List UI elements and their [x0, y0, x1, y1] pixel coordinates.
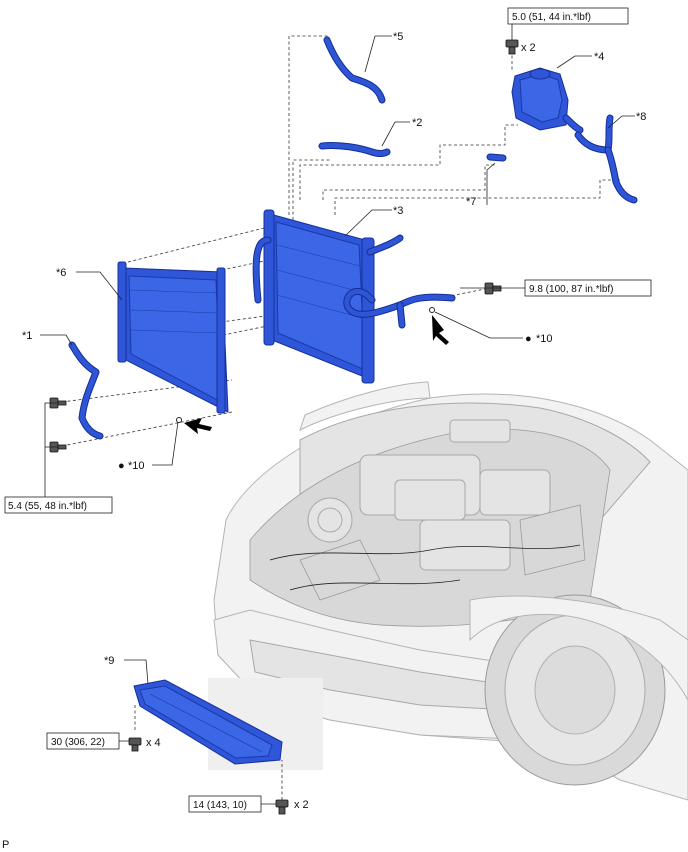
torque-box-30: 30 (306, 22)	[46, 732, 120, 750]
label-part-9: *9	[104, 655, 114, 667]
torque-box-14: 14 (143, 10)	[188, 795, 262, 813]
label-part-6: *6	[56, 267, 66, 279]
label-part-3: *3	[393, 205, 403, 217]
label-part-5: *5	[393, 31, 403, 43]
label-part-2: *2	[412, 117, 422, 129]
torque-value: 9.8 (100, 87 in.*lbf)	[529, 284, 614, 295]
condenser-part-6	[117, 261, 229, 414]
hose-part-2	[318, 142, 391, 157]
corner-mark: P	[2, 839, 9, 851]
bolt-icon	[128, 737, 142, 752]
quantity-label: x 2	[294, 799, 309, 811]
vehicle-front	[213, 381, 688, 801]
arrow-icon	[184, 418, 212, 434]
quantity-label: x 4	[146, 737, 161, 749]
label-part-10-left: *10	[128, 460, 145, 472]
bolt-icon	[484, 282, 502, 295]
torque-value: 5.4 (55, 48 in.*lbf)	[8, 501, 87, 512]
label-part-1: *1	[22, 330, 32, 342]
reservoir-part-4	[511, 67, 584, 134]
label-part-4: *4	[594, 51, 604, 63]
support-panel-part-9	[133, 679, 283, 765]
drain-plug-circle	[176, 417, 182, 423]
bracket-part-1	[68, 341, 104, 440]
quantity-label: x 2	[521, 42, 536, 54]
arrow-icon	[432, 315, 449, 345]
torque-value: 14 (143, 10)	[193, 800, 247, 811]
alignment-lines	[61, 35, 620, 800]
radiator-part-3	[252, 209, 456, 384]
torque-box-9-8: 9.8 (100, 87 in.*lbf)	[524, 279, 652, 297]
label-part-8: *8	[636, 111, 646, 123]
front-wheel	[484, 594, 666, 786]
clip-part-7	[486, 153, 507, 162]
torque-value: 5.0 (51, 44 in.*lbf)	[512, 12, 591, 23]
torque-box-5-0: 5.0 (51, 44 in.*lbf)	[507, 7, 629, 25]
label-part-10-right: *10	[536, 333, 553, 345]
bolt-icon	[505, 39, 519, 55]
bullet-icon: ●	[118, 460, 125, 472]
leader-lines	[40, 22, 635, 805]
torque-value: 30 (306, 22)	[51, 737, 105, 748]
engine-components	[269, 419, 586, 601]
bullet-icon: ●	[525, 333, 532, 345]
torque-box-5-4: 5.4 (55, 48 in.*lbf)	[4, 496, 113, 514]
hose-part-8	[574, 114, 638, 204]
label-part-7: *7	[466, 196, 476, 208]
bolt-icon	[275, 799, 289, 815]
drain-plug-circle	[429, 307, 435, 313]
hose-part-5	[323, 36, 386, 104]
